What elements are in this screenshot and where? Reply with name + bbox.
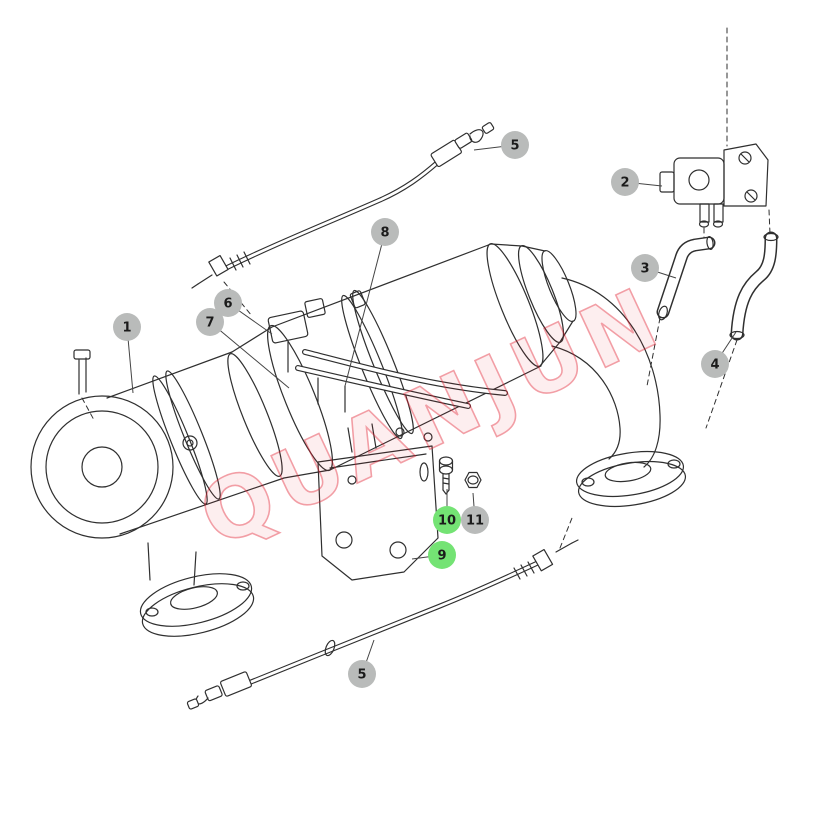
callout-1[interactable]: 1 <box>113 313 141 394</box>
callout-number: 6 <box>223 297 232 312</box>
callout-8[interactable]: 8 <box>344 218 399 387</box>
pressure-sensor-part2 <box>659 143 769 228</box>
callout-number: 3 <box>640 262 649 277</box>
injector-tubes <box>295 349 508 442</box>
callout-2[interactable]: 2 <box>611 168 663 196</box>
callout-6[interactable]: 6 <box>214 289 273 335</box>
bolt-part10 <box>438 456 454 495</box>
callout-11[interactable]: 11 <box>461 492 489 534</box>
watermark: QUANJUN <box>185 267 678 566</box>
bottom-outlet-flange <box>139 542 255 637</box>
callout-balloon[interactable] <box>428 541 456 569</box>
callout-leader-line <box>209 321 290 389</box>
callout-number: 8 <box>380 226 389 241</box>
callout-balloon[interactable] <box>461 506 489 534</box>
callout-5[interactable]: 5 <box>348 639 376 688</box>
callout-balloon[interactable] <box>501 131 529 159</box>
sensor-block-part6 <box>267 298 326 373</box>
callout-3[interactable]: 3 <box>631 254 677 282</box>
callout-balloon[interactable] <box>701 350 729 378</box>
callout-layer: 1 2 3 4 5 5 67 8 9 10 11 <box>113 131 737 688</box>
dpf-main-canister <box>231 242 577 479</box>
callout-balloon[interactable] <box>113 313 141 341</box>
callout-7[interactable]: 7 <box>196 308 290 389</box>
callout-balloon[interactable] <box>433 506 461 534</box>
hose-part4 <box>729 231 779 341</box>
callout-9-highlighted[interactable]: 9 <box>411 541 456 569</box>
callout-number: 5 <box>510 139 519 154</box>
callout-5[interactable]: 5 <box>473 131 529 159</box>
callout-balloon[interactable] <box>631 254 659 282</box>
callout-number: 5 <box>357 668 366 683</box>
callout-leader-line <box>344 231 386 387</box>
callout-balloon[interactable] <box>611 168 639 196</box>
watermark-layer: QUANJUN <box>184 266 678 567</box>
dpf-front-canister <box>30 349 285 539</box>
callout-number: 10 <box>438 514 456 529</box>
callout-balloon[interactable] <box>214 289 242 317</box>
callout-balloon[interactable] <box>371 218 399 246</box>
temp-sensor-cable-bottom <box>186 539 579 710</box>
temp-sensor-cable-top <box>191 122 495 289</box>
callout-number: 7 <box>205 316 214 331</box>
callout-number: 2 <box>620 176 629 191</box>
diagram-line-art <box>30 27 779 710</box>
callout-4[interactable]: 4 <box>701 331 737 378</box>
callout-number: 9 <box>437 549 446 564</box>
callout-number: 11 <box>466 514 484 529</box>
callout-number: 1 <box>122 321 131 336</box>
mounting-stud <box>73 349 91 395</box>
nut-part11 <box>464 471 482 489</box>
callout-10-highlighted[interactable]: 10 <box>433 489 461 534</box>
outlet-elbow-pipe <box>551 277 687 507</box>
hose-part3 <box>656 235 716 321</box>
callout-balloon[interactable] <box>196 308 224 336</box>
callout-balloon[interactable] <box>348 660 376 688</box>
mounting-bracket-part9 <box>317 423 439 581</box>
callout-number: 4 <box>710 358 719 373</box>
